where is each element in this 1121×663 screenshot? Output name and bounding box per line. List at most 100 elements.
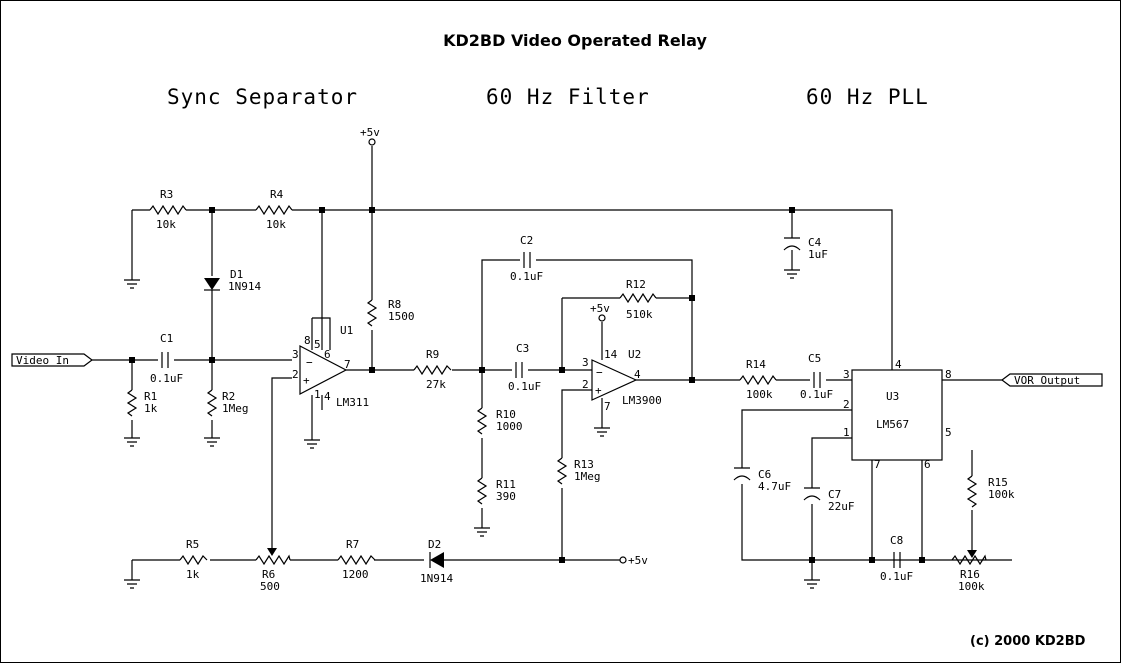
d1-value: 1N914 — [228, 280, 261, 293]
supply-terminal-icon — [598, 314, 606, 322]
c1-ref: C1 — [160, 332, 173, 345]
diode-d1-icon — [204, 278, 220, 290]
r1-ref: R1 — [144, 390, 157, 403]
c3-value: 0.1uF — [508, 380, 541, 393]
r7-value: 1200 — [342, 568, 369, 581]
r10-ref: R10 — [496, 408, 516, 421]
svg-text:14: 14 — [604, 348, 618, 361]
opamp-u2-icon — [591, 359, 638, 401]
vor-output-port: VOR Output — [1001, 373, 1103, 387]
resistor-r15-icon — [966, 475, 978, 508]
c2-value: 0.1uF — [510, 270, 543, 283]
svg-text:2: 2 — [582, 378, 589, 391]
u3-pll: U3 LM567 4 3 2 1 8 7 6 5 — [843, 358, 952, 471]
svg-text:2: 2 — [292, 368, 299, 381]
capacitor-c6-icon — [733, 467, 751, 481]
resistor-r11-icon — [476, 477, 488, 505]
svg-text:−: − — [306, 356, 313, 369]
wiper-arrow-icon — [267, 548, 277, 556]
svg-text:2: 2 — [843, 398, 850, 411]
section-sync-separator: Sync Separator — [167, 85, 358, 109]
pll-u3-icon — [851, 369, 943, 461]
r11-value: 390 — [496, 490, 516, 503]
d2-ref: D2 — [428, 538, 441, 551]
supply-terminal-icon — [619, 556, 627, 564]
u2-value: LM3900 — [622, 394, 662, 407]
svg-text:3: 3 — [292, 348, 299, 361]
capacitor-c1-icon — [161, 352, 169, 368]
c5-value: 0.1uF — [800, 388, 833, 401]
svg-text:1: 1 — [843, 426, 850, 439]
resistor-r10-icon — [476, 407, 488, 435]
r11-ref: R11 — [496, 478, 516, 491]
u2-ref: U2 — [628, 348, 641, 361]
u1-comparator: − + 8 5 6 3 2 7 4 1 U1 LM311 — [292, 324, 369, 409]
resistor-r13-icon — [556, 457, 568, 485]
resistor-r14-icon — [739, 374, 777, 386]
r5-ref: R5 — [186, 538, 199, 551]
potentiometer-r6-icon — [255, 554, 291, 566]
supply-label: +5v — [628, 554, 648, 567]
r15-value: 100k — [988, 488, 1015, 501]
svg-text:7: 7 — [604, 400, 611, 413]
capacitor-c5-icon — [813, 372, 821, 388]
ground-symbols — [124, 269, 820, 589]
resistor-r1-icon — [126, 389, 138, 417]
svg-text:4: 4 — [895, 358, 902, 371]
supply-label: +5v — [360, 126, 380, 139]
r3-value: 10k — [156, 218, 176, 231]
capacitor-c3-icon — [515, 362, 523, 378]
r9-ref: R9 — [426, 348, 439, 361]
c7-value: 22uF — [828, 500, 855, 513]
resistor-r3-icon — [149, 204, 187, 216]
r13-ref: R13 — [574, 458, 594, 471]
capacitor-c4-icon — [783, 237, 801, 251]
ground-icon — [474, 527, 490, 537]
r9-value: 27k — [426, 378, 446, 391]
c2-ref: C2 — [520, 234, 533, 247]
c6-ref: C6 — [758, 468, 771, 481]
r5-value: 1k — [186, 568, 200, 581]
r16-value: 100k — [958, 580, 985, 593]
r1-value: 1k — [144, 402, 158, 415]
r6-value: 500 — [260, 580, 280, 593]
junctions — [129, 207, 925, 563]
ground-icon — [124, 279, 140, 289]
svg-text:+: + — [303, 374, 310, 387]
ground-icon — [594, 427, 610, 437]
c6-value: 4.7uF — [758, 480, 791, 493]
diodes: D1 1N914 D2 1N914 — [204, 268, 453, 585]
resistor-r5-icon — [179, 554, 208, 566]
r2-ref: R2 — [222, 390, 235, 403]
r8-value: 1500 — [388, 310, 415, 323]
r14-ref: R14 — [746, 358, 766, 371]
ground-icon — [304, 439, 320, 449]
r3-ref: R3 — [160, 188, 173, 201]
c1-value: 0.1uF — [150, 372, 183, 385]
svg-text:7: 7 — [874, 458, 881, 471]
section-60hz-filter: 60 Hz Filter — [486, 85, 650, 109]
video-in-port: Video In — [11, 353, 93, 367]
capacitor-c2-icon — [523, 252, 531, 268]
potentiometer-r16-icon — [951, 554, 987, 566]
r13-value: 1Meg — [574, 470, 601, 483]
supply-terminals: +5v +5v +5v — [360, 126, 648, 567]
capacitor-c7-icon — [803, 487, 821, 501]
r4-value: 10k — [266, 218, 286, 231]
r12-ref: R12 — [626, 278, 646, 291]
supply-label: +5v — [590, 302, 610, 315]
c8-value: 0.1uF — [880, 570, 913, 583]
u3-ref: U3 — [886, 390, 899, 403]
resistor-r12-icon — [619, 292, 657, 304]
input-port-icon — [11, 353, 93, 367]
r16-ref: R16 — [960, 568, 980, 581]
resistor-r7-icon — [337, 554, 376, 566]
svg-text:+: + — [595, 384, 602, 397]
resistor-r2-icon — [206, 389, 218, 417]
resistors: R3 10k R4 10k R8 1500 R1 1k R2 1Meg R9 2… — [126, 188, 1015, 593]
u1-value: LM311 — [336, 396, 369, 409]
svg-text:−: − — [596, 366, 603, 379]
comparator-u1-icon — [299, 345, 348, 395]
wires — [92, 146, 1012, 580]
